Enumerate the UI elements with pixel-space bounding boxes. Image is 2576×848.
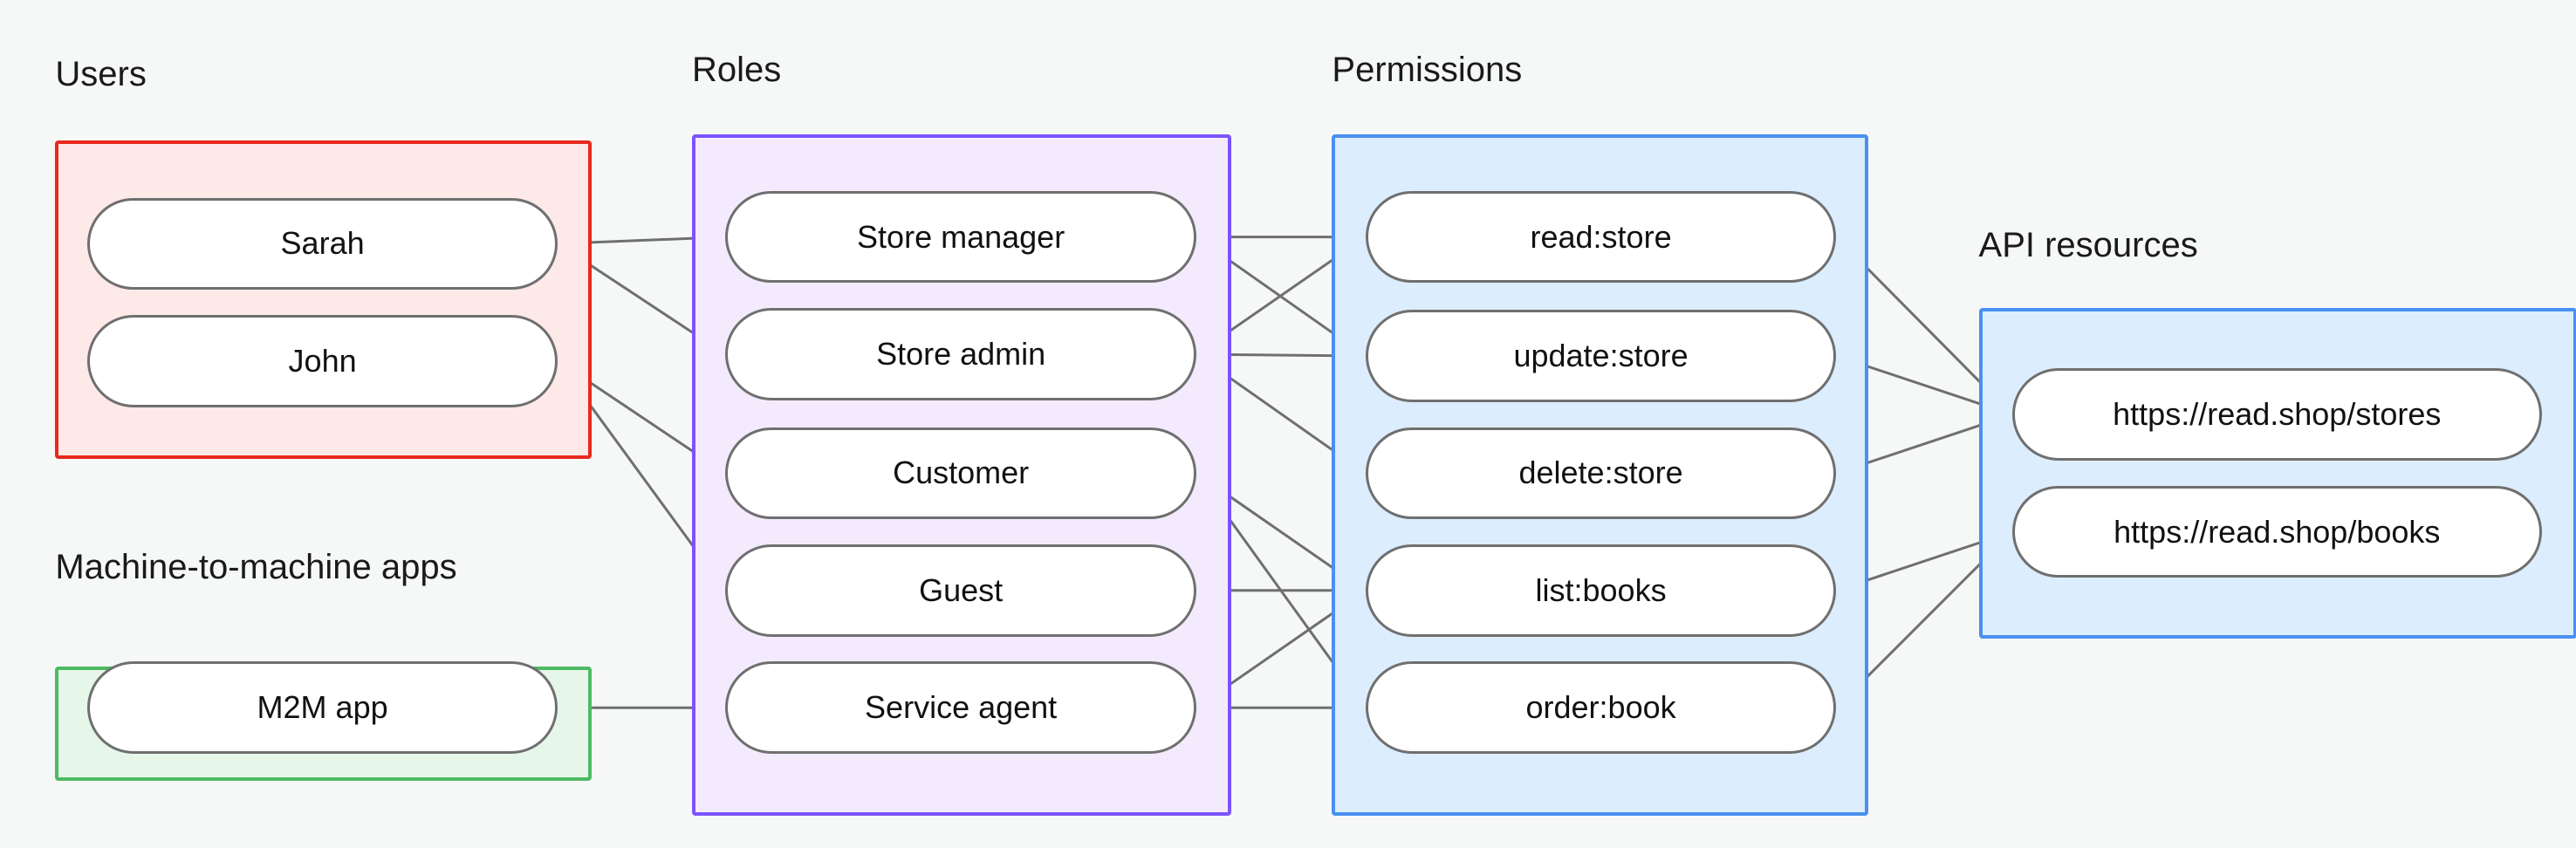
group-label-users: Users — [55, 55, 147, 94]
group-label-machine-to-machine-apps: Machine-to-machine apps — [55, 547, 457, 586]
group-label-roles: Roles — [691, 50, 782, 89]
node-order-book[interactable]: order:book — [1365, 661, 1837, 754]
node-res-stores[interactable]: https://read.shop/stores — [2011, 368, 2542, 461]
node-service-agent[interactable]: Service agent — [725, 661, 1196, 754]
node-guest[interactable]: Guest — [725, 544, 1196, 637]
node-list-books[interactable]: list:books — [1365, 544, 1837, 637]
node-res-books[interactable]: https://read.shop/books — [2011, 485, 2542, 578]
node-m2m-app[interactable]: M2M app — [86, 661, 558, 754]
node-delete-store[interactable]: delete:store — [1365, 427, 1837, 520]
group-label-permissions: Permissions — [1332, 50, 1523, 89]
node-john[interactable]: John — [86, 314, 558, 407]
node-sarah[interactable]: Sarah — [86, 197, 558, 291]
node-store-admin[interactable]: Store admin — [725, 308, 1196, 400]
node-customer[interactable]: Customer — [725, 427, 1196, 520]
node-update-store[interactable]: update:store — [1365, 310, 1837, 402]
group-box-users — [55, 140, 592, 460]
node-store-manager[interactable]: Store manager — [725, 190, 1196, 284]
group-box-api-resources — [1978, 308, 2576, 639]
node-read-store[interactable]: read:store — [1365, 190, 1837, 284]
group-label-api-resources: API resources — [1978, 226, 2198, 265]
